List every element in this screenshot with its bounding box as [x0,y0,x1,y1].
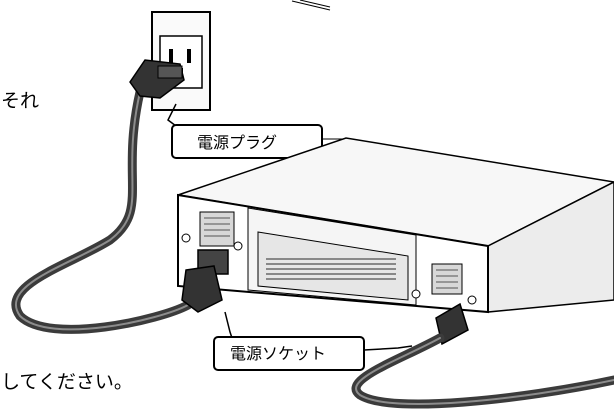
instruction-text-fragment-bottom: してください。 [1,371,133,393]
top-edge-fragment [291,0,331,11]
socket-callout-label: 電源ソケット [230,344,326,363]
server-chassis-icon [177,137,614,314]
power-cord-icon [11,87,193,334]
instruction-text-fragment-top: それ [1,90,39,112]
plug-callout-label: 電源プラグ [197,133,277,152]
power-cord-right-icon [351,302,614,409]
socket-callout: 電源ソケット [213,311,413,371]
power-plug-icon [129,59,185,99]
power-socket-icon [181,249,229,313]
plug-callout: 電源プラグ [167,103,348,159]
